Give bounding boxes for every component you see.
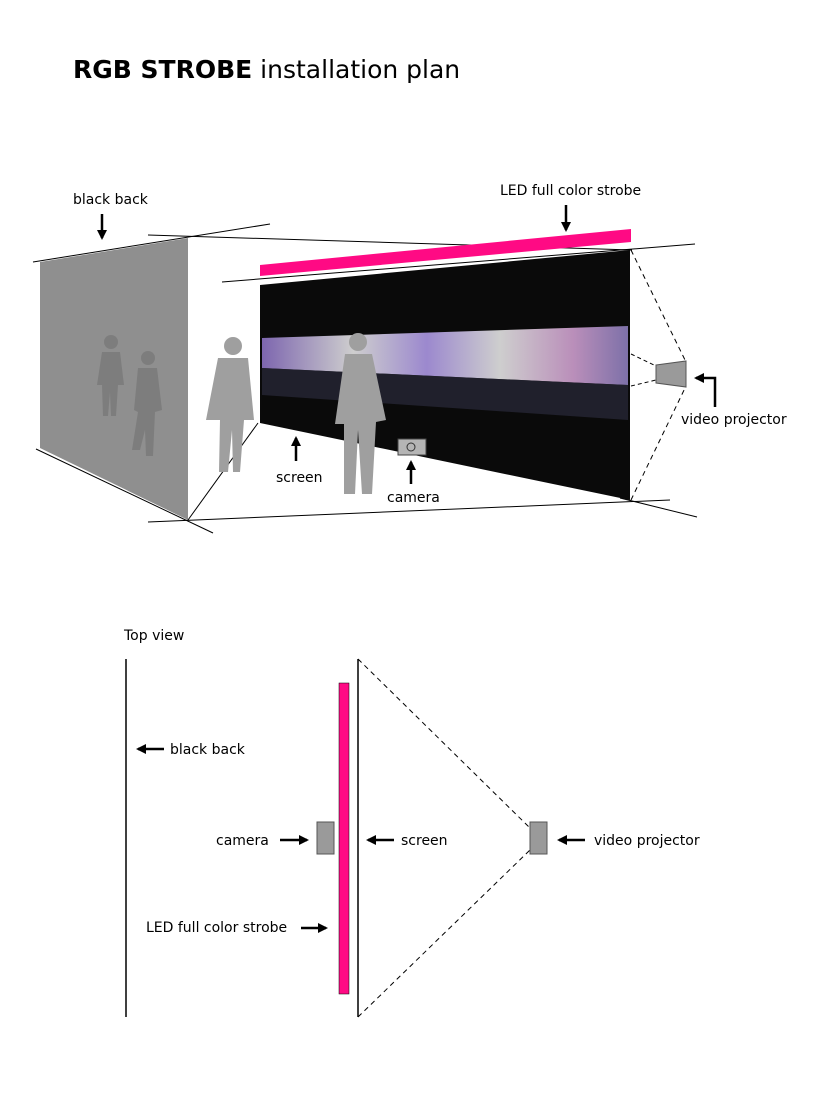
video-projector-icon bbox=[655, 360, 687, 388]
top-label-video-projector: video projector bbox=[594, 833, 700, 849]
floor-line-front bbox=[147, 499, 671, 523]
projector-beam-top bbox=[630, 249, 687, 363]
top-label-black-back: black back bbox=[170, 742, 246, 758]
ceiling-line-front bbox=[221, 243, 696, 283]
top-view-heading: Top view bbox=[123, 628, 184, 644]
ceiling-line-left bbox=[32, 223, 271, 263]
label-led-strobe: LED full color strobe bbox=[500, 183, 641, 199]
top-label-led-strobe: LED full color strobe bbox=[146, 920, 287, 936]
camera-icon bbox=[397, 438, 427, 456]
top-beam-bottom bbox=[357, 849, 531, 1018]
label-black-back: black back bbox=[73, 192, 149, 208]
projector-lens-top bbox=[630, 353, 657, 367]
perspective-view: black back LED full color strobe video p… bbox=[32, 183, 787, 534]
top-video-projector-icon bbox=[529, 821, 548, 855]
title-rest: installation plan bbox=[252, 55, 461, 84]
projector-beam-bottom bbox=[630, 385, 687, 501]
top-beam-top bbox=[357, 658, 531, 829]
label-screen: screen bbox=[276, 470, 323, 486]
floor-line-left bbox=[35, 448, 214, 534]
top-label-screen: screen bbox=[401, 833, 448, 849]
label-camera: camera bbox=[387, 490, 440, 506]
top-camera-icon bbox=[316, 821, 335, 855]
projector-lens-bottom bbox=[630, 379, 657, 387]
camera-lens-icon bbox=[406, 442, 416, 452]
top-led-strobe-bar bbox=[338, 682, 350, 995]
title-bold: RGB STROBE bbox=[73, 55, 253, 84]
led-strobe-bar bbox=[260, 229, 631, 276]
arrow-video-projector bbox=[694, 373, 717, 407]
page-title: RGB STROBE installation plan bbox=[73, 55, 460, 84]
person-silhouettes-icon bbox=[97, 333, 386, 494]
label-video-projector: video projector bbox=[681, 412, 787, 428]
top-label-camera: camera bbox=[216, 833, 269, 849]
top-view: Top view black back camera screen video … bbox=[123, 628, 700, 1018]
floor-line-right bbox=[619, 497, 698, 518]
